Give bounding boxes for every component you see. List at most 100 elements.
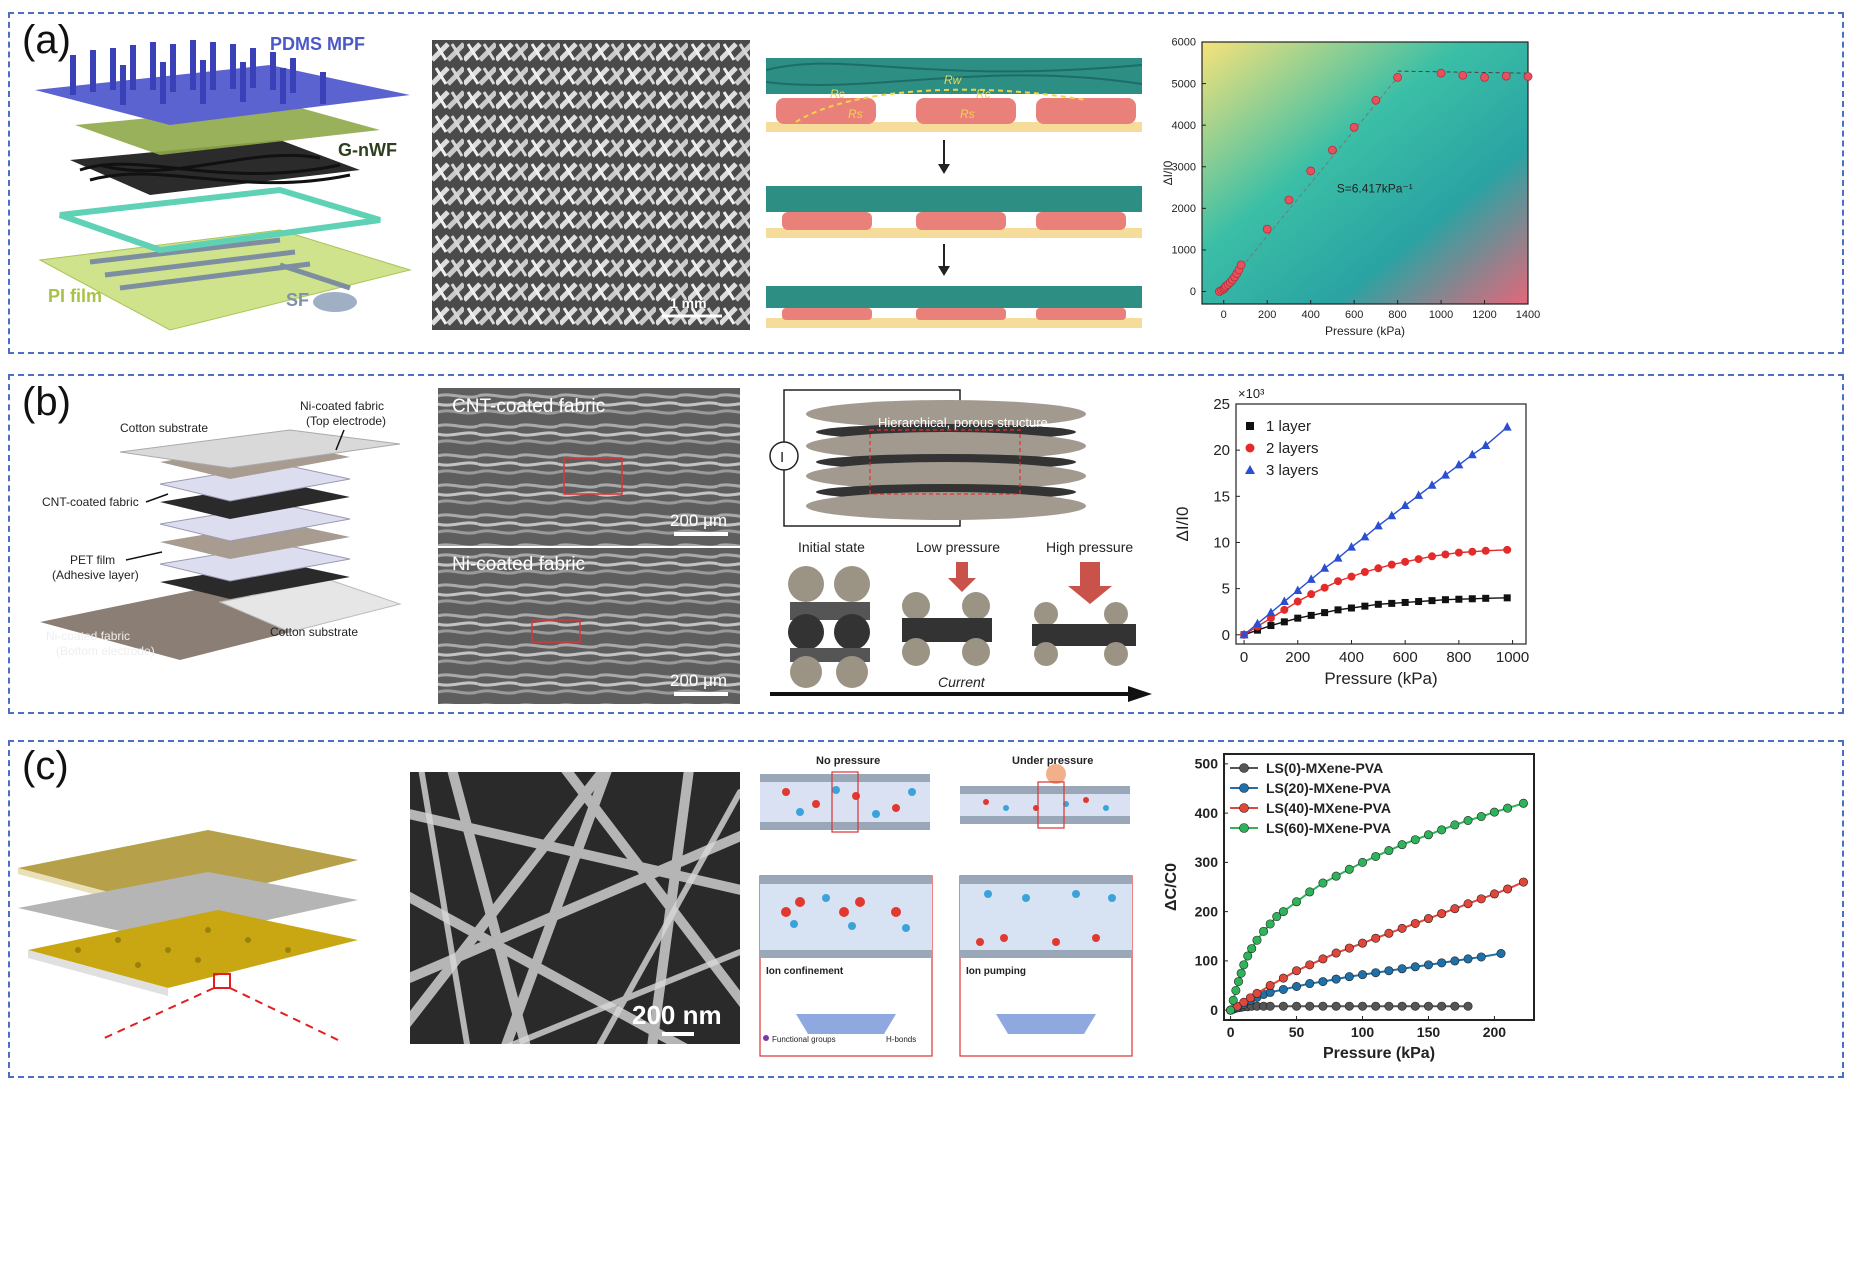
data-point: [1305, 1001, 1315, 1011]
x-tick-label: 200: [1483, 1024, 1507, 1040]
data-point: [1272, 912, 1282, 922]
data-point: [1371, 933, 1381, 943]
data-point: [1427, 480, 1437, 489]
data-point: [1450, 1001, 1460, 1011]
legend-label: 1 layer: [1266, 418, 1311, 435]
plot-frame: [1235, 403, 1527, 645]
legend-marker: [1246, 422, 1254, 430]
data-point: [1450, 904, 1460, 914]
y-axis-label: ΔI/I0: [1173, 507, 1192, 542]
data-point: [1401, 598, 1409, 606]
pet-label: PET film: [70, 553, 115, 567]
legend-label: LS(0)-MXene-PVA: [1266, 760, 1383, 776]
cotton-substrate-top-label: Cotton substrate: [120, 421, 208, 435]
data-point: [1450, 820, 1460, 830]
panel-a-label: (a): [22, 18, 71, 62]
data-point: [1436, 68, 1446, 78]
data-point: [1333, 553, 1343, 562]
data-point: [1450, 956, 1460, 966]
data-point: [1387, 560, 1396, 569]
data-point: [1374, 564, 1383, 573]
legend-marker: [1239, 783, 1249, 793]
data-point: [1305, 979, 1315, 989]
ion-pumping-label: Ion pumping: [966, 966, 1026, 977]
panel-c: [8, 740, 1844, 1078]
cnt-sem-title: CNT-coated fabric: [452, 396, 605, 417]
data-point: [1331, 871, 1341, 881]
y-tick-label: 200: [1195, 903, 1219, 919]
data-point: [1397, 923, 1407, 933]
data-point: [1358, 970, 1368, 980]
data-point: [1252, 935, 1262, 945]
data-point: [1400, 500, 1410, 510]
panel-b-label: (b): [22, 380, 71, 424]
y-tick-label: 1000: [1172, 245, 1196, 257]
low-pressure-label: Low pressure: [916, 539, 1000, 555]
x-tick-label: 0: [1240, 649, 1248, 666]
legend-label: 3 layers: [1266, 462, 1319, 479]
data-point: [1518, 877, 1528, 887]
initial-state-label: Initial state: [798, 539, 865, 555]
y-tick-label: 5000: [1172, 78, 1196, 90]
ni-top-sub-label: (Top electrode): [306, 414, 386, 428]
data-point: [1437, 1001, 1447, 1011]
data-point: [1344, 1001, 1354, 1011]
data-point: [1265, 919, 1275, 929]
pi-film-label: PI film: [48, 286, 102, 306]
data-point: [1266, 607, 1276, 617]
data-point: [1414, 490, 1424, 499]
data-point: [1226, 1005, 1236, 1015]
x-tick-label: 800: [1388, 309, 1406, 321]
x-tick-label: 1400: [1516, 309, 1540, 321]
data-point: [1278, 907, 1288, 917]
x-tick-label: 100: [1351, 1024, 1375, 1040]
data-point: [1347, 604, 1355, 612]
x-tick-label: 1200: [1472, 309, 1496, 321]
data-point: [1437, 909, 1447, 919]
legend-label: LS(60)-MXene-PVA: [1266, 820, 1391, 836]
data-point: [1278, 1001, 1288, 1011]
y-axis-label: ΔI/I0: [1161, 160, 1175, 185]
data-point: [1374, 600, 1382, 608]
data-point: [1384, 966, 1394, 976]
data-point: [1306, 166, 1316, 176]
data-point: [1293, 585, 1303, 594]
y-tick-label: 500: [1195, 756, 1219, 772]
data-point: [1502, 422, 1512, 431]
data-point: [1371, 968, 1381, 978]
data-point: [1305, 887, 1315, 897]
x-tick-label: 50: [1289, 1024, 1305, 1040]
data-point: [1468, 547, 1477, 556]
data-point: [1262, 224, 1272, 234]
data-point: [1292, 982, 1302, 992]
data-point: [1266, 614, 1275, 623]
data-point: [1468, 595, 1476, 603]
data-point: [1441, 550, 1450, 559]
data-point: [1428, 597, 1436, 605]
data-point: [1344, 972, 1354, 982]
rc-label-2: Rc: [976, 87, 991, 101]
data-point: [1410, 1001, 1420, 1011]
ni-bottom-label: Ni-coated fabric: [46, 629, 130, 643]
data-point: [1463, 1001, 1473, 1011]
panel-b: [8, 374, 1844, 714]
data-point: [1384, 928, 1394, 938]
data-point: [1503, 803, 1513, 813]
data-point: [1463, 954, 1473, 964]
sem-scale-bar-label: 1 mm: [670, 295, 707, 311]
data-point: [1410, 962, 1420, 972]
data-point: [1437, 825, 1447, 835]
data-point: [1496, 949, 1506, 959]
data-point: [1294, 614, 1302, 622]
hbonds-label: H-bonds: [886, 1035, 916, 1044]
data-point: [1265, 1001, 1275, 1011]
ion-confinement-label: Ion confinement: [766, 966, 844, 977]
panel-b-sem-bottom: Ni-coated fabric 200 μm: [438, 548, 740, 704]
ni-top-label: Ni-coated fabric: [300, 399, 384, 413]
data-point: [1279, 596, 1289, 606]
data-point: [1415, 598, 1423, 606]
panel-a: [8, 12, 1844, 354]
legend-marker: [1245, 443, 1255, 453]
panel-c-mechanism: No pressure Under pressure Ion confineme…: [756, 752, 1138, 1064]
